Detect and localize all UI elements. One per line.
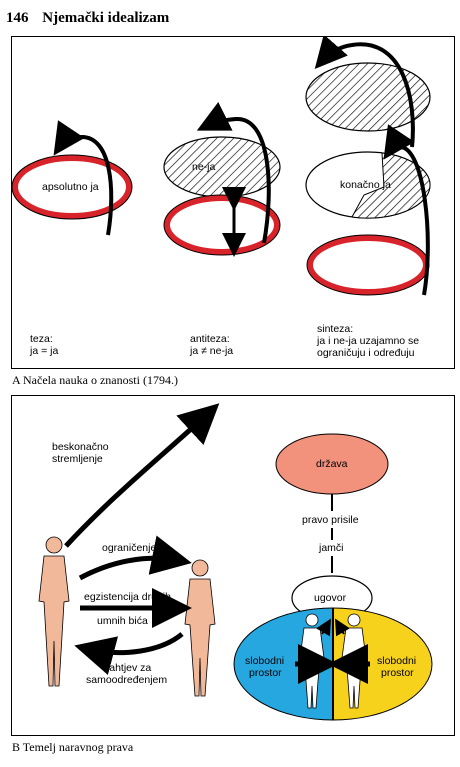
- antiteza-formula: ja ≠ ne-ja: [190, 345, 234, 357]
- sinteza-title: sinteza:: [317, 323, 354, 335]
- teza-formula: ja = ja: [30, 345, 59, 357]
- sinteza-line-2: ograničuju i određuju: [317, 347, 415, 359]
- ugovor-label: ugovor: [314, 592, 347, 604]
- top-ne-ja-ellipse: [305, 62, 431, 132]
- egzistencija-label: egzistencija drugih: [84, 591, 171, 603]
- slobodni-left-label-1: slobodni: [245, 655, 285, 667]
- apsolutno-ja-ring: [12, 155, 132, 219]
- page-number: 146: [6, 10, 29, 26]
- zahtjev-arrow: [74, 632, 184, 675]
- zahtjev-label-1: zahtjev za: [104, 662, 152, 674]
- teza-title: teza:: [30, 333, 53, 345]
- slobodni-right-label: slobodni: [377, 655, 417, 667]
- left-person-figure: [38, 536, 70, 687]
- panel-a-caption: A Načela nauka o znanosti (1794.): [12, 373, 178, 387]
- panel-a-drawing: [12, 37, 431, 296]
- sinteza-arrow-bottom: [383, 124, 430, 296]
- middle-hatched-part: [351, 152, 431, 219]
- umnih-label: umnih bića: [97, 615, 148, 627]
- page-title: Njemački idealizam: [42, 10, 170, 26]
- beskonacno-arrow: [64, 403, 220, 548]
- beskonacno-label-1: beskonačno: [52, 441, 109, 453]
- antiteza-arrow: [196, 101, 271, 244]
- jamci-label: jamči: [319, 542, 344, 554]
- panel-b-drawing: [38, 403, 433, 721]
- panel-b-caption: B Temelj naravnog prava: [12, 740, 134, 754]
- ne-ja-label: ne-ja: [192, 161, 216, 173]
- drzava-label: država: [316, 458, 348, 470]
- pravo-prisile-label: pravo prisile: [302, 514, 359, 526]
- antiteza-title: antiteza:: [190, 333, 230, 345]
- ogranicenje-arrow: [78, 535, 192, 581]
- sinteza-line-1: ja i ne-ja uzajamno se: [317, 335, 420, 347]
- page-header: 146 Njemački idealizam: [6, 10, 169, 27]
- panel-a-diagram: apsolutno ja ne-ja konačno ja teza: ja =…: [11, 36, 455, 369]
- beskonacno-label-2: stremljenje: [52, 453, 103, 465]
- sinteza-arrow-top: [314, 37, 415, 148]
- apsolutno-ja-label: apsolutno ja: [42, 181, 99, 193]
- right-person-figure: [184, 559, 216, 697]
- prostor-left-label: prostor: [249, 667, 282, 679]
- konacno-ja-label: konačno ja: [340, 179, 391, 191]
- konacno-ja-ring: [307, 235, 429, 295]
- apsolutno-ja-arrow: [53, 120, 114, 236]
- ja-ring-antiteza: [164, 195, 280, 255]
- prostor-right-label: prostor: [381, 667, 414, 679]
- panel-b-diagram: beskonačno stremljenje ograničenje egzis…: [11, 395, 455, 736]
- zahtjev-label-2: samoodređenjem: [86, 674, 168, 686]
- ogranicenje-label: ograničenje: [102, 542, 157, 554]
